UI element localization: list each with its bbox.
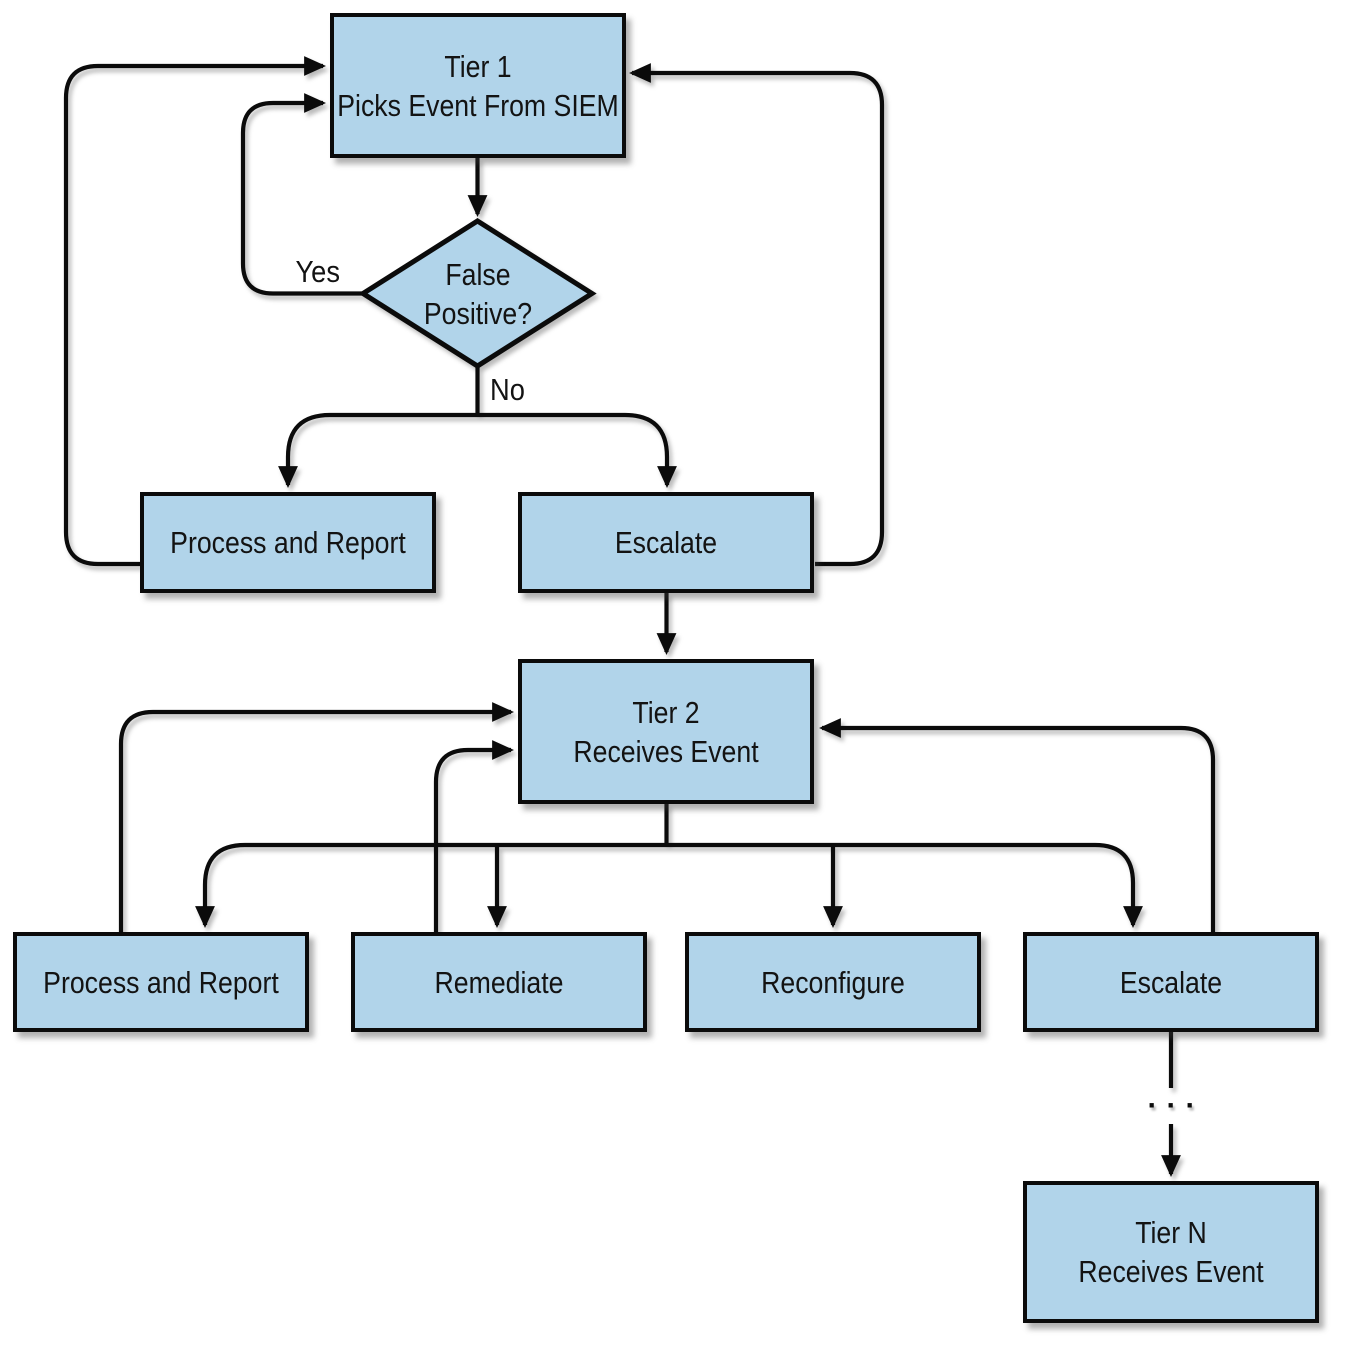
node-tier-n-label: Tier N Receives Event <box>1078 1215 1264 1289</box>
node-remediate: Remediate <box>351 932 647 1032</box>
node-tier1-label: Tier 1 Picks Event From SIEM <box>337 48 619 123</box>
node-tier1: Tier 1 Picks Event From SIEM <box>330 13 626 158</box>
connector-no-to-process-and-report-1 <box>278 412 478 488</box>
node-process-and-report-2-label: Process and Report <box>43 964 279 1000</box>
connector-process-and-report-1-to-tier1 <box>63 56 326 567</box>
node-escalate-1-label: Escalate <box>614 525 718 560</box>
node-process-and-report-2: Process and Report <box>13 932 309 1032</box>
connector-yes-to-tier1 <box>240 93 363 296</box>
edge-label-yes: Yes <box>295 254 340 289</box>
node-tier2-label: Tier 2 Receives Event <box>573 694 759 769</box>
connector-process-and-report-2-to-tier2 <box>118 702 514 932</box>
node-reconfigure: Reconfigure <box>685 932 981 1032</box>
connector-escalate-2-to-tier2 <box>819 718 1216 932</box>
connector-tier2-to-process-and-report-2 <box>195 842 667 928</box>
node-tier-n: Tier N Receives Event <box>1023 1181 1319 1323</box>
node-escalate-2: Escalate <box>1023 932 1319 1032</box>
node-escalate-2-label: Escalate <box>1119 964 1223 1000</box>
connector-remediate-to-tier2 <box>433 740 514 932</box>
node-process-and-report-1: Process and Report <box>140 492 436 593</box>
node-escalate-1: Escalate <box>518 492 814 593</box>
continuation-dots: ··· <box>1147 1089 1205 1122</box>
decision-false-positive-label: False Positive? <box>423 257 532 331</box>
connector-no-to-escalate-1 <box>477 412 677 488</box>
connector-tier2-to-escalate-2 <box>666 842 1143 928</box>
decision-diamond-shape <box>358 218 597 369</box>
node-tier2: Tier 2 Receives Event <box>518 659 814 804</box>
edge-label-no: No <box>490 372 525 407</box>
node-remediate-label: Remediate <box>434 964 564 1000</box>
node-process-and-report-1-label: Process and Report <box>170 525 406 560</box>
connector-escalate-1-to-tier1 <box>629 63 885 567</box>
node-false-positive: False Positive? <box>367 253 588 335</box>
node-reconfigure-label: Reconfigure <box>761 964 905 1000</box>
